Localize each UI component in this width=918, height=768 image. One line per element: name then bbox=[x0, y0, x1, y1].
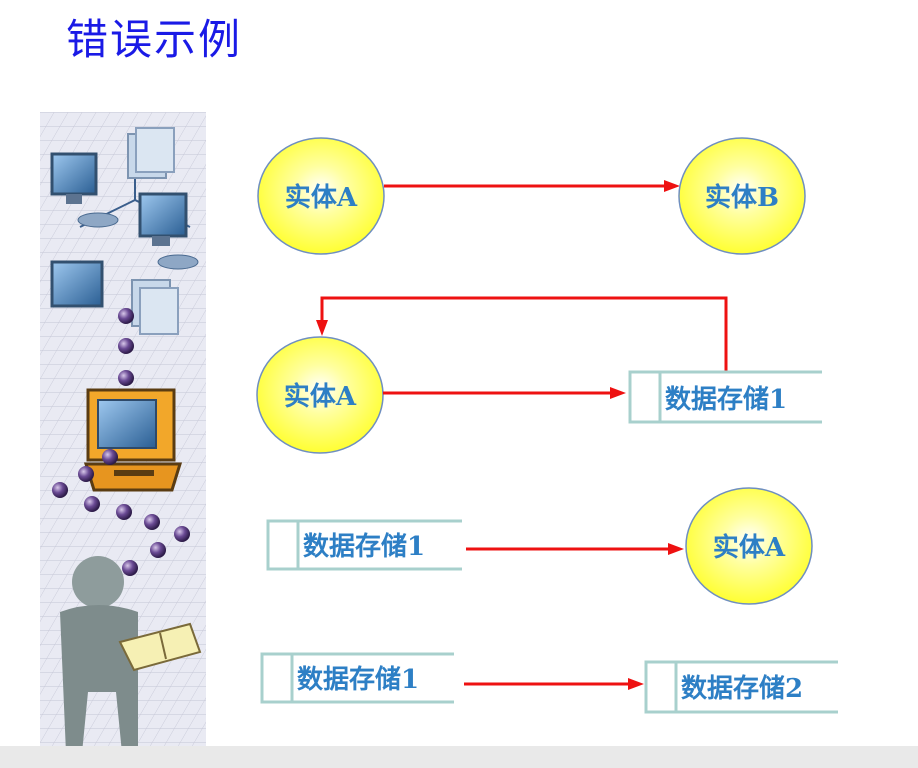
row-1: 实体A 实体B bbox=[257, 137, 806, 255]
row-4: 数据存储1 数据存储2 bbox=[260, 652, 838, 714]
entity-node bbox=[256, 336, 384, 454]
data-store-node bbox=[260, 652, 454, 704]
row-2: 实体A 数据存储1 bbox=[256, 296, 822, 454]
page-title: 错误示例 bbox=[66, 15, 243, 64]
bottom-band bbox=[0, 746, 918, 768]
person-reading-icon bbox=[60, 556, 202, 753]
entity-label: 实体A bbox=[284, 381, 357, 412]
desktop-computer-icon bbox=[83, 388, 183, 492]
entity-node bbox=[685, 487, 813, 605]
data-store-label: 数据存储2 bbox=[681, 673, 803, 704]
data-store-node bbox=[628, 370, 822, 424]
entity-label: 实体A bbox=[285, 182, 358, 213]
network-computers-icon bbox=[50, 127, 199, 335]
entity-label: 实体A bbox=[713, 532, 786, 563]
row-3: 数据存储1 实体A bbox=[266, 487, 813, 605]
entity-label: 实体B bbox=[705, 182, 779, 213]
data-store-node bbox=[266, 519, 462, 571]
data-store-label: 数据存储1 bbox=[665, 384, 787, 415]
entity-node bbox=[678, 137, 806, 255]
data-store-label: 数据存储1 bbox=[297, 664, 419, 695]
sidebar-illustration bbox=[40, 112, 206, 753]
feedback-arrow bbox=[320, 296, 728, 372]
entity-node bbox=[257, 137, 385, 255]
connector-balls bbox=[52, 308, 190, 576]
data-store-label: 数据存储1 bbox=[303, 531, 425, 562]
data-store-node bbox=[644, 660, 838, 714]
